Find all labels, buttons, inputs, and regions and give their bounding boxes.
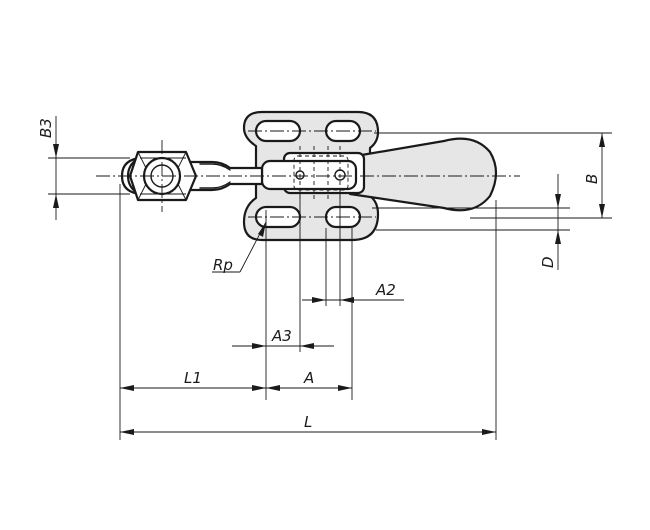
linkage-body	[260, 146, 366, 202]
dimension-label-b: B	[583, 174, 601, 184]
dimension-label-d: D	[539, 256, 557, 268]
dimension-label-a: A	[303, 369, 314, 387]
dimension-a2: A2	[302, 281, 404, 303]
dimension-label-a3: A3	[271, 327, 292, 345]
dimension-a3: A3	[232, 327, 334, 349]
dimension-b3: B3	[37, 116, 59, 220]
dimension-label-b3: B3	[37, 118, 55, 138]
dimension-d: D	[539, 174, 561, 270]
dimension-label-l1: L1	[184, 369, 202, 387]
dimension-l1: L1	[120, 369, 266, 391]
extension-lines	[48, 132, 612, 440]
dimension-b: B	[583, 133, 605, 218]
dimension-a: A	[266, 369, 352, 391]
dimension-label-rp: Rp	[213, 256, 233, 274]
leader-rp: Rp	[212, 221, 267, 274]
dimension-l: L	[120, 413, 496, 435]
dimension-label-l: L	[304, 413, 312, 431]
dimension-label-a2: A2	[375, 281, 396, 299]
